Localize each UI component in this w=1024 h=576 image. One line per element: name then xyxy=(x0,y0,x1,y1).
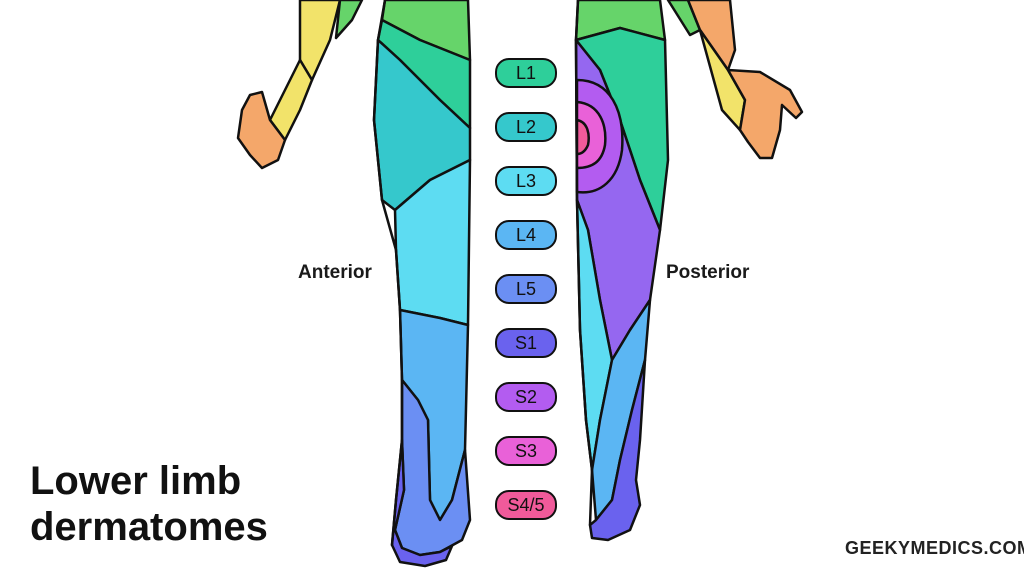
page-title: Lower limb dermatomes xyxy=(30,458,330,550)
posterior-s1-region xyxy=(588,358,647,542)
brand-watermark: GEEKYMEDICS.COM xyxy=(845,538,1024,558)
left-forearm xyxy=(268,58,314,142)
dermatome-pill-l5: L5 xyxy=(495,274,557,304)
left-arm-trunkside xyxy=(334,0,364,40)
dermatome-pill-s2: S2 xyxy=(495,382,557,412)
left-arm-upper xyxy=(298,0,342,82)
posterior-s5-region xyxy=(575,118,590,156)
title-line-1: Lower limb xyxy=(30,459,242,503)
posterior-label: Posterior xyxy=(666,262,750,283)
dermatome-pill-l3: L3 xyxy=(495,166,557,196)
title-line-2: dermatomes xyxy=(30,505,268,549)
dermatome-pill-s4-5: S4/5 xyxy=(495,490,557,520)
anterior-label: Anterior xyxy=(298,262,372,283)
dermatome-pill-l4: L4 xyxy=(495,220,557,250)
right-arm-upper xyxy=(686,0,737,72)
dermatome-pill-s1: S1 xyxy=(495,328,557,358)
dermatome-pill-l1: L1 xyxy=(495,58,557,88)
dermatome-pill-l2: L2 xyxy=(495,112,557,142)
dermatome-pill-s3: S3 xyxy=(495,436,557,466)
left-hand xyxy=(236,90,287,170)
right-hand xyxy=(726,68,804,160)
